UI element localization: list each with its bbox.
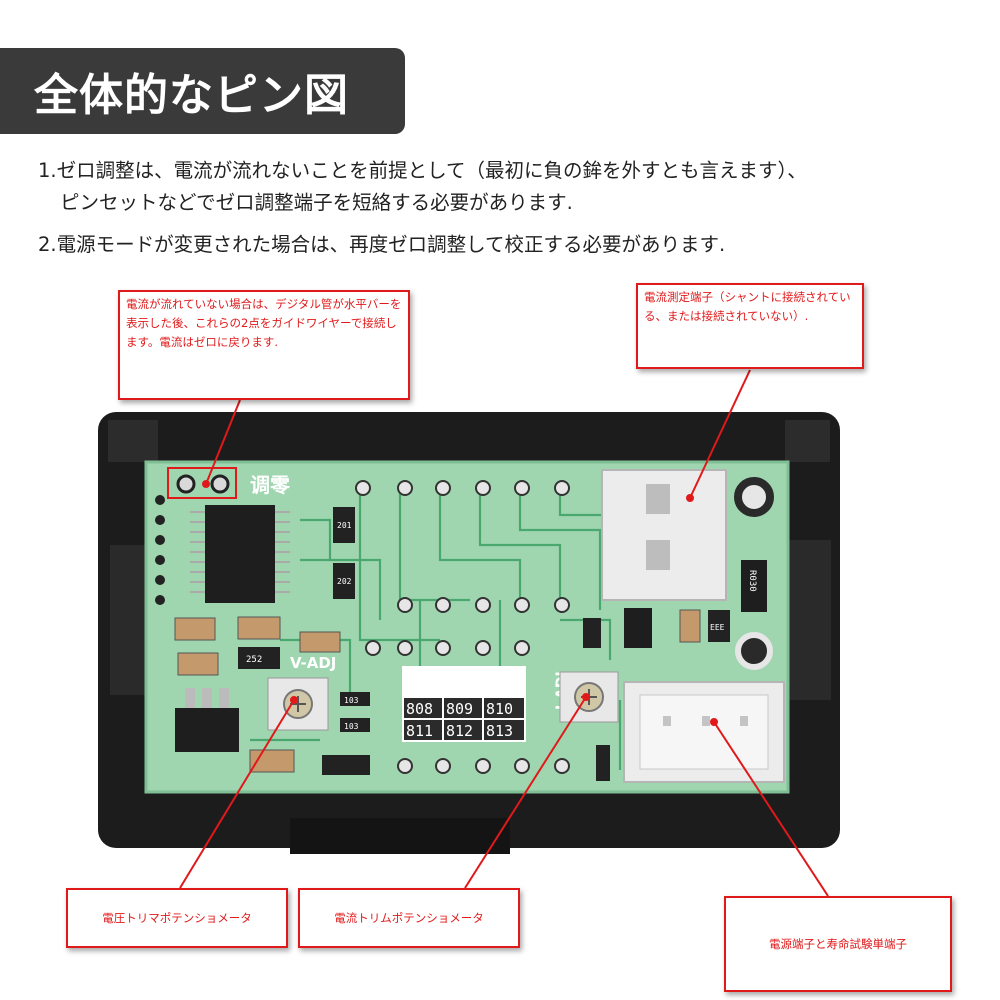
shunt-resistor-label: R030 [747, 570, 757, 592]
seg-813: 813 [486, 722, 513, 740]
note-1-cont: ピンセットなどでゼロ調整端子を短絡する必要があります. [60, 191, 573, 214]
smd-eee-label: EEE [710, 623, 725, 632]
callout-zero-adjust-text: 電流が流れていない場合は、デジタル管が水平バーを表示した後、これらの2点をガイド… [126, 297, 402, 349]
segment-codes: 808 809 810 811 812 813 [404, 698, 524, 740]
capacitor-1 [174, 617, 216, 641]
smd-eee [708, 610, 730, 642]
main-ic [205, 505, 275, 603]
ic-pins [190, 511, 290, 593]
callout-power-terminal-text: 電源端子と寿命試験単端子 [769, 936, 907, 951]
zero-silk-label: 调零 [250, 473, 291, 497]
leader-lines [179, 369, 829, 897]
seg-808: 808 [406, 700, 433, 718]
transistor [624, 608, 652, 648]
callout-current-pot-text: 電流トリムポテンショメータ [334, 910, 484, 925]
capacitor-2 [237, 616, 281, 640]
callout-voltage-pot-text: 電圧トリマポテンショメータ [102, 910, 252, 925]
resistor-201 [333, 507, 355, 543]
callout-voltage-pot: 電圧トリマポテンショメータ [66, 888, 288, 948]
smd-103-b-label: 103 [344, 722, 359, 731]
shunt-resistor [741, 560, 767, 612]
seg-811: 811 [406, 722, 433, 740]
seg-812: 812 [446, 722, 473, 740]
page-title: 全体的なピン図 [34, 70, 349, 121]
resistor-202 [333, 563, 355, 599]
title-banner: 全体的なピン図 [0, 48, 405, 134]
mount-hole-top [734, 477, 774, 517]
resistor-202-label: 202 [337, 577, 352, 586]
zero-pad-1 [176, 474, 196, 494]
v-adj-silk: V-ADJ [290, 654, 336, 672]
smd-103-b [340, 718, 370, 732]
seg-809: 809 [446, 700, 473, 718]
zero-pad-2 [210, 474, 230, 494]
resistor-201-label: 201 [337, 521, 352, 530]
callout-power-terminal: 電源端子と寿命試験単端子 [724, 896, 952, 992]
seg-810: 810 [486, 700, 513, 718]
note-2: 2.電源モードが変更された場合は、再度ゼロ調整して校正する必要があります. [38, 233, 726, 256]
callout-current-pot: 電流トリムポテンショメータ [298, 888, 520, 948]
header-pins [155, 495, 165, 605]
capacitor-4 [299, 631, 341, 653]
capacitor-3 [177, 652, 219, 676]
zero-adjust-highlight [167, 467, 237, 499]
callout-zero-adjust: 電流が流れていない場合は、デジタル管が水平バーを表示した後、これらの2点をガイド… [118, 290, 410, 400]
display-pins [355, 480, 570, 774]
smd-103-a [340, 692, 370, 706]
callout-current-terminal-text: 電流測定端子（シャントに接続されている、または接続されていない）. [644, 290, 851, 323]
voltage-regulator [175, 708, 239, 752]
component-252 [238, 647, 280, 669]
mount-hole-bottom [735, 632, 773, 670]
callout-current-terminal: 電流測定端子（シャントに接続されている、または接続されていない）. [636, 283, 864, 369]
component-252-label: 252 [246, 655, 262, 665]
smd-103-a-label: 103 [344, 696, 359, 705]
note-1: 1.ゼロ調整は、電流が流れないことを前提として（最初に負の鉾を外すとも言えます）… [38, 159, 807, 182]
